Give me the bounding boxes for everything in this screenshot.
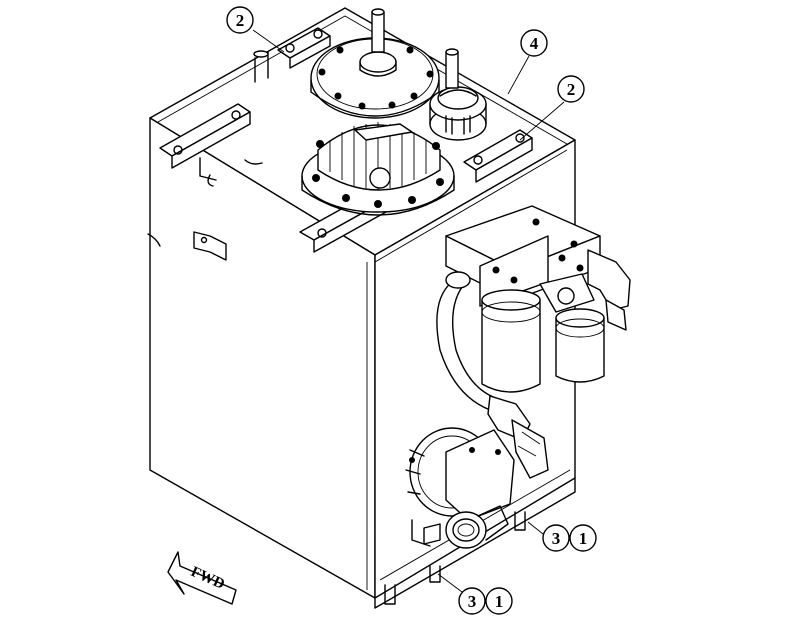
- forward-direction-arrow: FWD: [167, 551, 237, 605]
- leader-lines: [252, 29, 565, 593]
- callout-2-top-left: 2: [226, 6, 254, 34]
- mounting-bracket-left: [159, 103, 263, 187]
- callout-label: 1: [579, 529, 588, 548]
- hold-down-clamp-left: [253, 27, 331, 83]
- callout-label: 4: [530, 34, 539, 53]
- callout-3-bottom: 3: [458, 587, 486, 615]
- filter-element-left: [481, 289, 541, 393]
- callout-label: 2: [567, 80, 576, 99]
- filter-element-right: [555, 308, 605, 383]
- callout-1-bottom: 1: [485, 587, 513, 615]
- side-tab: [147, 231, 227, 261]
- callout-label: 3: [552, 529, 561, 548]
- access-cover: [310, 8, 440, 119]
- callout-label: 1: [495, 592, 504, 611]
- callout-4: 4: [520, 29, 548, 57]
- callout-2-right: 2: [557, 75, 585, 103]
- hold-down-clamp-right: [463, 129, 533, 183]
- callout-label: 2: [236, 11, 245, 30]
- return-hose: [436, 271, 549, 479]
- finned-cover-assembly: [301, 122, 455, 216]
- filter-manifold: [445, 205, 631, 331]
- callout-label: 3: [468, 592, 477, 611]
- callout-1-right: 1: [569, 524, 597, 552]
- callout-3-right: 3: [542, 524, 570, 552]
- pump-motor: [405, 427, 515, 549]
- filler-cap: [429, 48, 487, 141]
